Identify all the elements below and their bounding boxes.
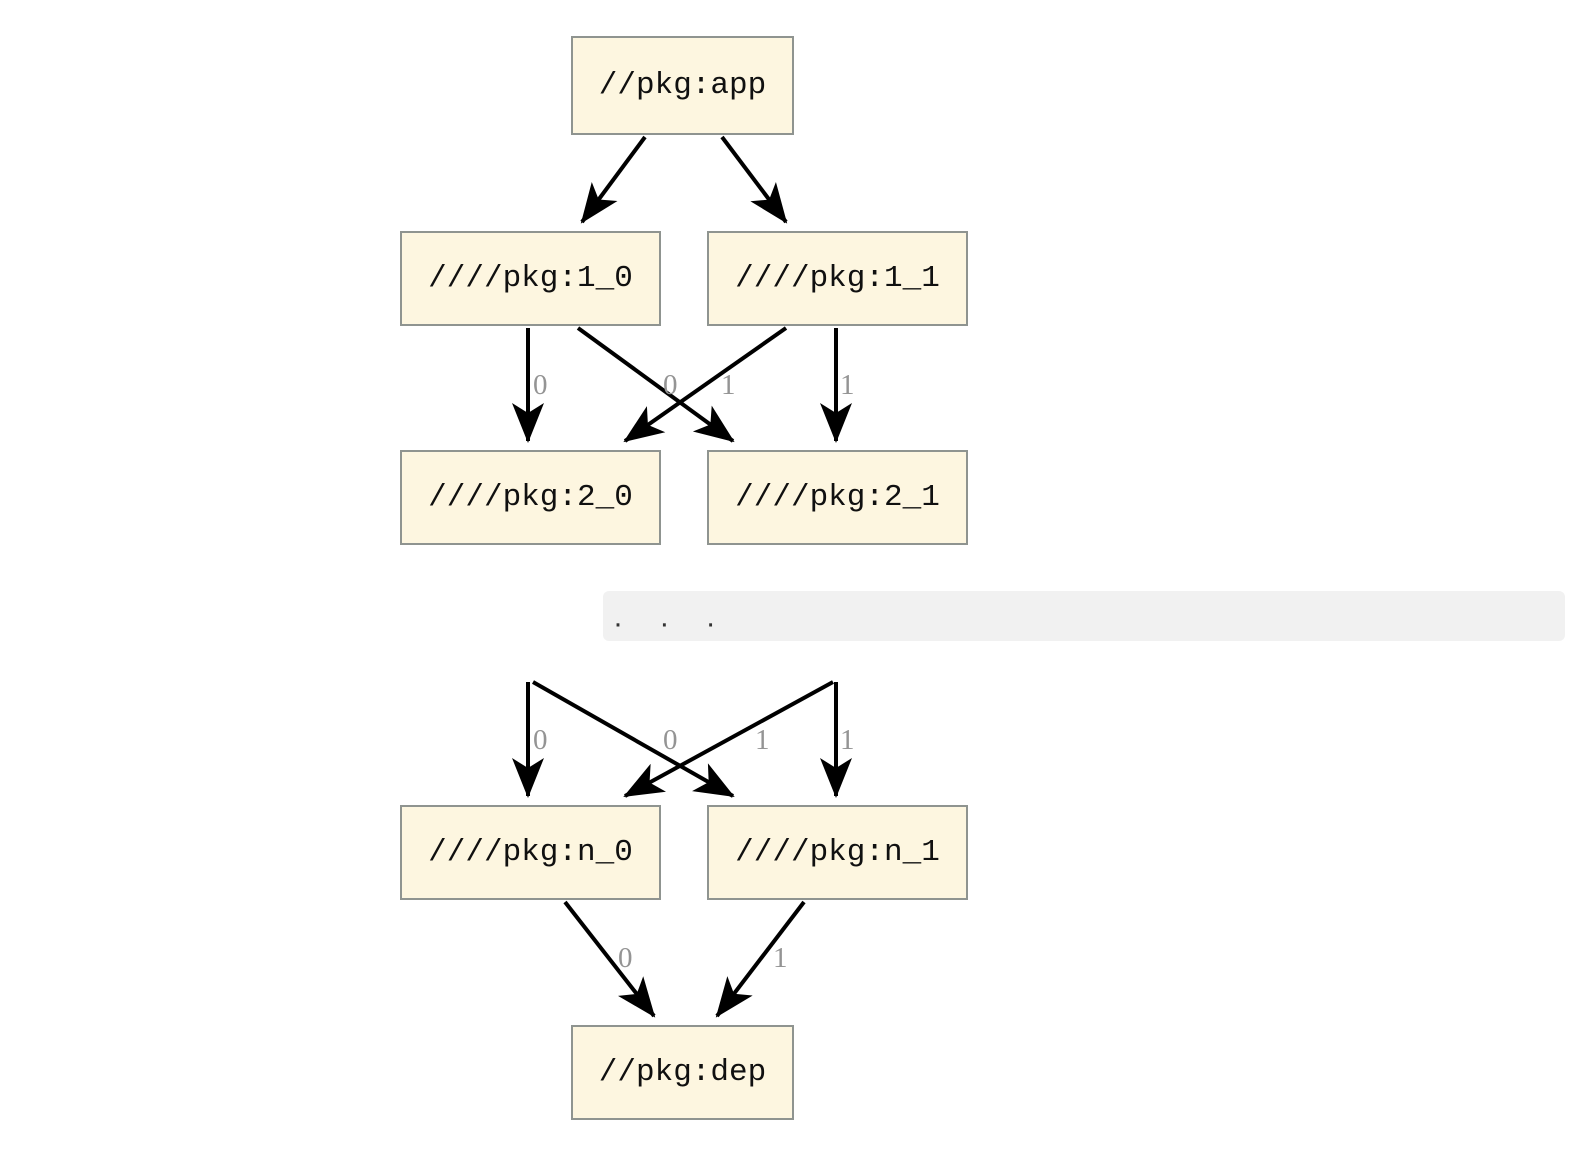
edge-label: 0 bbox=[533, 369, 548, 401]
edge-label: 1 bbox=[755, 724, 770, 756]
node-pkg-1_1[interactable]: ////pkg:1_1 bbox=[707, 231, 968, 326]
node-label: ////pkg:1_0 bbox=[428, 261, 633, 296]
edge-label: 1 bbox=[721, 369, 736, 401]
edge-label: 1 bbox=[840, 369, 855, 401]
node-pkg-dep[interactable]: //pkg:dep bbox=[571, 1025, 794, 1120]
edge-1_0-to-2_1 bbox=[576, 326, 735, 443]
node-pkg-1_0[interactable]: ////pkg:1_0 bbox=[400, 231, 661, 326]
edge-app-to-1_1 bbox=[720, 135, 788, 224]
edge-continued-to-n_1-cross bbox=[532, 680, 735, 798]
node-pkg-n_0[interactable]: ////pkg:n_0 bbox=[400, 805, 661, 900]
node-label: ////pkg:2_1 bbox=[735, 480, 940, 515]
node-label: //pkg:dep bbox=[598, 1055, 767, 1090]
edge-label: 0 bbox=[618, 942, 633, 974]
node-pkg-2_1[interactable]: ////pkg:2_1 bbox=[707, 450, 968, 545]
edge-app-to-1_0 bbox=[580, 135, 647, 224]
edge-continued-to-n_0-cross bbox=[623, 680, 834, 798]
node-label: ////pkg:1_1 bbox=[735, 261, 940, 296]
node-label: ////pkg:n_1 bbox=[735, 835, 940, 870]
edge-label: 0 bbox=[663, 369, 678, 401]
node-label: ////pkg:n_0 bbox=[428, 835, 633, 870]
edge-n_0-to-dep bbox=[563, 900, 656, 1018]
node-pkg-2_0[interactable]: ////pkg:2_0 bbox=[400, 450, 661, 545]
node-label: ////pkg:2_0 bbox=[428, 480, 633, 515]
edge-label: 0 bbox=[663, 724, 678, 756]
ellipsis-dots: · · · bbox=[613, 607, 730, 640]
edge-1_1-to-2_0 bbox=[623, 326, 788, 443]
ellipsis-band: · · · bbox=[603, 591, 1565, 641]
node-label: //pkg:app bbox=[598, 68, 767, 103]
edge-label: 1 bbox=[773, 942, 788, 974]
node-pkg-n_1[interactable]: ////pkg:n_1 bbox=[707, 805, 968, 900]
edge-label: 0 bbox=[533, 724, 548, 756]
node-pkg-app[interactable]: //pkg:app bbox=[571, 36, 794, 135]
edge-label: 1 bbox=[840, 724, 855, 756]
edge-n_1-to-dep bbox=[715, 900, 806, 1018]
